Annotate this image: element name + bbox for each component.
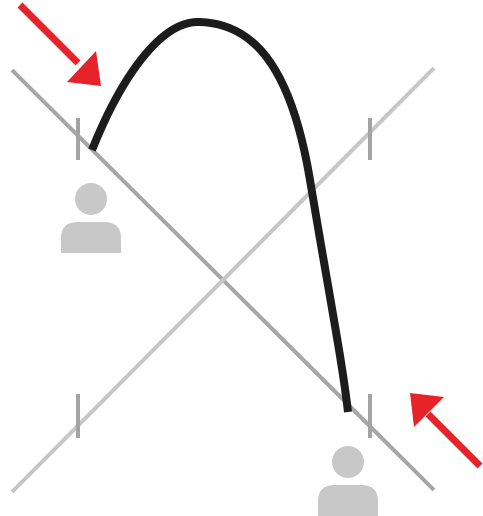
arrow-shaft <box>425 411 483 469</box>
person-body <box>61 222 121 253</box>
arrow-up-left-icon <box>410 393 483 469</box>
ball-trajectory <box>88 17 352 413</box>
person-body <box>318 485 378 516</box>
person-head <box>75 183 107 215</box>
diagonal-line-bottom-left-to-top-right <box>10 66 436 494</box>
person-head <box>332 446 364 478</box>
arrow-shaft <box>17 2 81 66</box>
person-icon <box>318 446 378 516</box>
arrow-head <box>67 51 101 86</box>
person-icon <box>61 183 121 253</box>
arrow-down-right-icon <box>17 2 101 86</box>
arrow-head <box>410 393 444 427</box>
position-markers <box>76 118 372 438</box>
